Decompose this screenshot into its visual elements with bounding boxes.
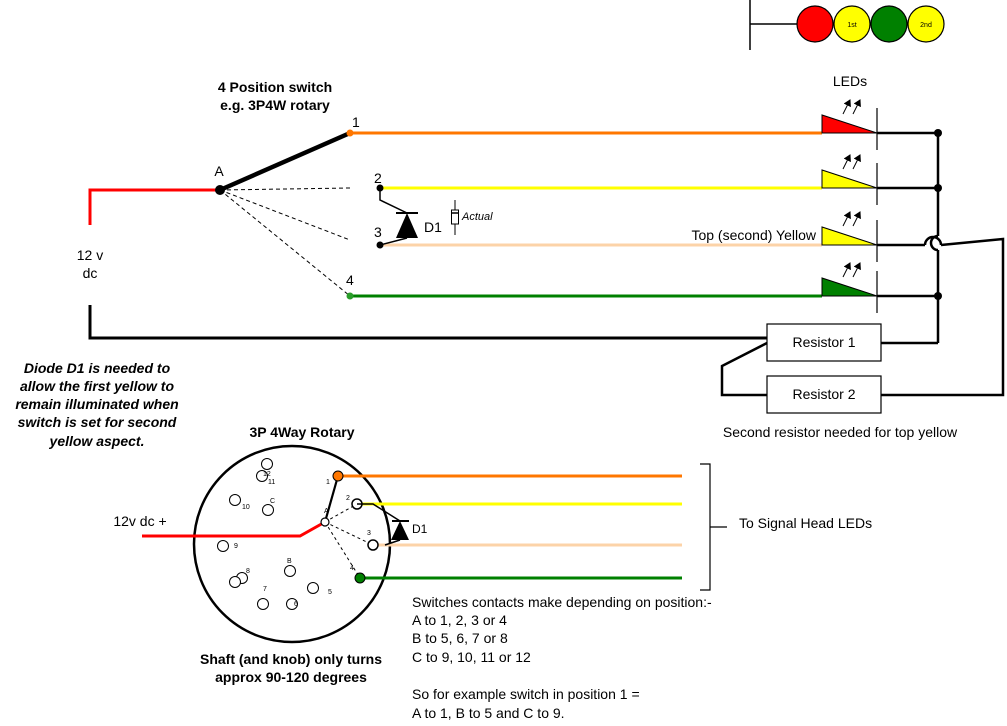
junction-dot: [934, 129, 942, 137]
rotary-pin-12: [261, 458, 273, 470]
supply-label-line2: dc: [83, 265, 98, 281]
svg-text:B to 5, 6, 7 or 8: B to 5, 6, 7 or 8: [412, 630, 508, 646]
svg-text:yellow aspect.: yellow aspect.: [49, 433, 145, 449]
svg-text:3: 3: [367, 530, 371, 537]
switch-contact-4: [346, 292, 354, 300]
diode-actual-icon: [451, 200, 459, 235]
rotary-pin-5: [307, 582, 319, 594]
rotary-pin-9: [217, 540, 229, 552]
switch-common-terminal: [215, 185, 225, 195]
diode-d1: [379, 188, 418, 246]
svg-text:7: 7: [263, 586, 267, 593]
junction-dot: [934, 292, 942, 300]
rotary-pin-10: [229, 494, 241, 506]
switch-blade: [219, 130, 351, 193]
lamp-label-2nd: 2nd: [920, 22, 932, 29]
supply-positive-wire: [88, 188, 220, 225]
signal-head-bracket: [700, 463, 711, 591]
rotary-diode-label: D1: [412, 522, 428, 536]
svg-text:10: 10: [242, 504, 250, 511]
svg-text:A to 1, B to 5 and C to 9.: A to 1, B to 5 and C to 9.: [412, 705, 565, 721]
led-red: [821, 99, 878, 150]
diode-actual-label: Actual: [461, 211, 493, 223]
resistor-1-label: Resistor 1: [792, 334, 855, 350]
signal-lamp-yellow-1st: [833, 5, 871, 43]
signal-lamp-yellow-2nd: [907, 5, 945, 43]
switch-pos-3-label: 3: [374, 224, 382, 240]
svg-text:2: 2: [346, 495, 350, 502]
switch-common-label: A: [214, 163, 224, 179]
rotary-caption-line2: approx 90-120 degrees: [215, 669, 367, 685]
contacts-note: Switches contacts make depending on posi…: [412, 594, 712, 721]
svg-text:switch is set for second: switch is set for second: [18, 414, 177, 430]
switch-contact-1: [346, 129, 354, 137]
signal-lamp-red: [796, 5, 834, 43]
switch-title-line2: e.g. 3P4W rotary: [220, 97, 330, 113]
rotary-pin-labels: 12 11 10 C 9 8 B 7 6 5 1 2 3 4 A: [234, 471, 371, 608]
resistor-1: [766, 323, 882, 362]
supply-negative-wire: [88, 305, 767, 340]
rotary-pin-11: [256, 470, 268, 482]
rotary-title: 3P 4Way Rotary: [249, 424, 354, 440]
svg-text:5: 5: [328, 589, 332, 596]
rotary-input-wire: [142, 520, 326, 538]
svg-text:1: 1: [326, 479, 330, 486]
lamp-label-1st: 1st: [847, 22, 856, 29]
svg-text:remain illuminated when: remain illuminated when: [15, 396, 178, 412]
rotary-input-label: 12v dc +: [113, 513, 166, 529]
resistor-2-label: Resistor 2: [792, 386, 855, 402]
resistor-2: [766, 375, 882, 414]
diode-note: Diode D1 is needed to allow the first ye…: [15, 360, 178, 449]
rotary-common-terminal: [320, 517, 330, 527]
svg-text:6: 6: [294, 601, 298, 608]
signal-head-icon: 1st 2nd: [749, 0, 945, 50]
svg-text:C: C: [270, 498, 275, 505]
switch-pos-2-label: 2: [374, 170, 382, 186]
supply-label-line1: 12 v: [77, 247, 103, 263]
svg-text:4: 4: [350, 565, 354, 572]
rotary-pin-7b: [257, 598, 269, 610]
svg-text:allow the first yellow to: allow the first yellow to: [20, 378, 174, 394]
svg-text:8: 8: [246, 568, 250, 575]
svg-text:A to 1, 2, 3 or 4: A to 1, 2, 3 or 4: [412, 612, 507, 628]
switch-pos-1-label: 1: [352, 114, 360, 130]
svg-text:9: 9: [234, 543, 238, 550]
svg-text:So for example switch in posit: So for example switch in position 1 =: [412, 686, 640, 702]
svg-text:C to 9, 10, 11 or 12: C to 9, 10, 11 or 12: [412, 649, 531, 665]
led-green: [821, 262, 878, 313]
svg-text:B: B: [287, 558, 292, 565]
rotary-pin-6: [286, 598, 298, 610]
rotary-pin-B: [284, 565, 296, 577]
rotary-diode-d1: [357, 503, 409, 546]
top-yellow-label: Top (second) Yellow: [691, 227, 816, 243]
svg-text:12: 12: [263, 471, 271, 478]
rotary-caption-line1: Shaft (and knob) only turns: [200, 651, 382, 667]
rotary-pins: [217, 458, 319, 610]
svg-text:Switches contacts make dependi: Switches contacts make depending on posi…: [412, 594, 712, 610]
led-top-yellow: [821, 211, 878, 262]
led-return-wiring: [720, 131, 1005, 397]
signal-head-note: To Signal Head LEDs: [739, 515, 872, 531]
svg-text:Diode D1 is needed to: Diode D1 is needed to: [24, 360, 171, 376]
rotary-pin-C: [262, 504, 274, 516]
signal-lamp-green: [870, 5, 908, 43]
svg-text:11: 11: [268, 479, 275, 486]
rotary-pin-7: [229, 576, 241, 588]
svg-text:A: A: [324, 508, 329, 515]
switch-title-line1: 4 Position switch: [218, 79, 332, 95]
led-yellow: [821, 154, 878, 205]
junction-dot: [934, 184, 942, 192]
leds-label: LEDs: [833, 73, 867, 89]
switch-pos-4-label: 4: [346, 272, 354, 288]
diode-d1-label: D1: [424, 219, 442, 235]
resistor-note: Second resistor needed for top yellow: [723, 424, 958, 440]
